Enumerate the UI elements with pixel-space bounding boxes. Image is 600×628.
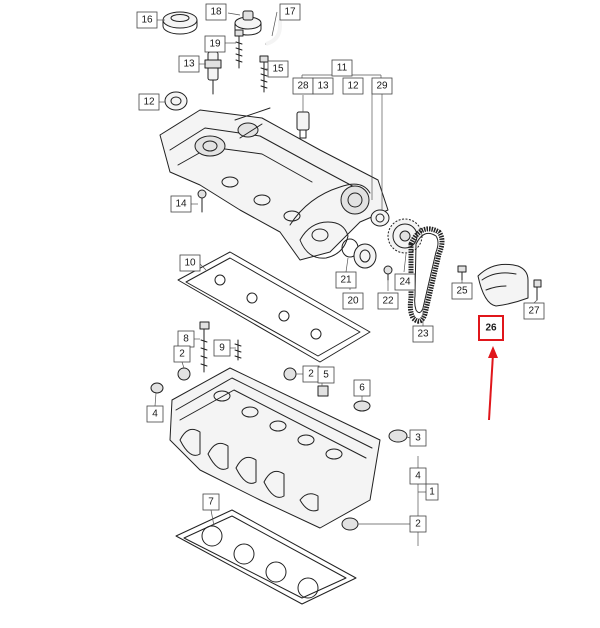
callout-28-text: 28 (297, 81, 309, 92)
callout-2-top-left-text: 2 (179, 349, 185, 360)
callout-12-left-text: 12 (143, 97, 155, 108)
shaft-seal-29 (370, 209, 390, 227)
callout-1: 1 (425, 483, 439, 501)
callout-11-text: 11 (337, 63, 348, 74)
plug-2-right (283, 367, 297, 381)
bolt-19 (234, 29, 244, 69)
callout-12-left: 12 (138, 93, 160, 111)
callout-14: 14 (170, 195, 192, 213)
callout-2-bottom: 2 (409, 515, 427, 533)
callout-27-text: 27 (528, 306, 540, 317)
callout-22: 22 (377, 292, 399, 310)
callout-6-text: 6 (359, 383, 365, 394)
bolt-15 (259, 55, 269, 93)
callout-2-top-right-text: 2 (308, 369, 314, 380)
plug-22 (383, 265, 393, 281)
callout-4-right-text: 4 (415, 471, 421, 482)
callout-24: 24 (394, 273, 416, 291)
callout-2-top-left: 2 (173, 345, 191, 363)
callout-15: 15 (267, 60, 289, 78)
cover-gasket (177, 251, 371, 363)
callout-25-text: 25 (456, 286, 468, 297)
callout-9: 9 (213, 339, 231, 357)
callout-3-text: 3 (415, 433, 421, 444)
callout-5: 5 (317, 366, 335, 384)
seal-6 (353, 400, 371, 412)
callout-22-text: 22 (382, 296, 394, 307)
callout-14-text: 14 (175, 199, 187, 210)
callout-18: 18 (205, 3, 227, 21)
callout-7: 7 (202, 493, 220, 511)
callout-17: 17 (279, 3, 301, 21)
seal-cap-set (341, 238, 377, 269)
callout-16-text: 16 (141, 15, 153, 26)
seal-ring (164, 91, 188, 111)
bleed-screw (197, 189, 207, 213)
callout-19: 19 (204, 35, 226, 53)
callout-8: 8 (177, 330, 195, 348)
callout-29-text: 29 (376, 81, 388, 92)
callout-11: 11 (331, 59, 353, 77)
callout-8-text: 8 (183, 334, 189, 345)
camshaft-sprocket (387, 218, 423, 254)
callout-23: 23 (412, 325, 434, 343)
breather-cap (234, 10, 262, 36)
callout-10-text: 10 (184, 258, 196, 269)
callout-26-text: 26 (485, 323, 497, 334)
callout-2-bottom-text: 2 (415, 519, 421, 530)
callout-2-top-right: 2 (302, 365, 320, 383)
timing-belt-cover (477, 263, 529, 307)
callout-23-text: 23 (417, 329, 429, 340)
callout-5-text: 5 (323, 370, 329, 381)
stud-bolt (234, 339, 242, 361)
callout-6: 6 (353, 379, 371, 397)
callout-9-text: 9 (219, 343, 225, 354)
callout-4-left-text: 4 (152, 409, 158, 420)
head-bolt (199, 321, 210, 373)
callout-10: 10 (179, 254, 201, 272)
highlight-arrow (488, 346, 498, 421)
callout-21-text: 21 (340, 275, 352, 286)
callout-4-left: 4 (146, 405, 164, 423)
head-gasket (175, 509, 357, 605)
oil-filler-cap (162, 11, 198, 35)
callout-29: 29 (371, 77, 393, 95)
callout-20-text: 20 (347, 296, 359, 307)
callout-13-left: 13 (178, 55, 200, 73)
plug-2-left (177, 367, 191, 381)
breather-hose (265, 19, 282, 46)
callout-21: 21 (335, 271, 357, 289)
callout-12-right: 12 (342, 77, 364, 95)
callout-26-highlighted: 26 (478, 315, 504, 341)
callout-13-right: 13 (312, 77, 334, 95)
callout-20: 20 (342, 292, 364, 310)
callout-19-text: 19 (209, 39, 221, 50)
callout-15-text: 15 (272, 64, 284, 75)
callout-13-right-text: 13 (317, 81, 329, 92)
callout-24-text: 24 (399, 277, 411, 288)
callout-4-right: 4 (409, 467, 427, 485)
callout-27: 27 (523, 302, 545, 320)
callout-7-text: 7 (208, 497, 214, 508)
pin-5 (317, 385, 329, 397)
cap-4 (150, 382, 164, 394)
callout-1-text: 1 (429, 487, 435, 498)
sensor (296, 111, 310, 139)
callout-16: 16 (136, 11, 158, 29)
callout-18-text: 18 (210, 7, 222, 18)
solenoid-valve (204, 51, 222, 95)
camshaft-housing (159, 107, 389, 261)
callout-13-left-text: 13 (183, 59, 195, 70)
callout-3: 3 (409, 429, 427, 447)
callout-28: 28 (292, 77, 314, 95)
cylinder-head (169, 367, 408, 531)
bolt-25 (457, 265, 467, 281)
callout-25: 25 (451, 282, 473, 300)
callout-12-right-text: 12 (347, 81, 359, 92)
callout-17-text: 17 (284, 7, 296, 18)
bolt-27 (533, 279, 542, 301)
